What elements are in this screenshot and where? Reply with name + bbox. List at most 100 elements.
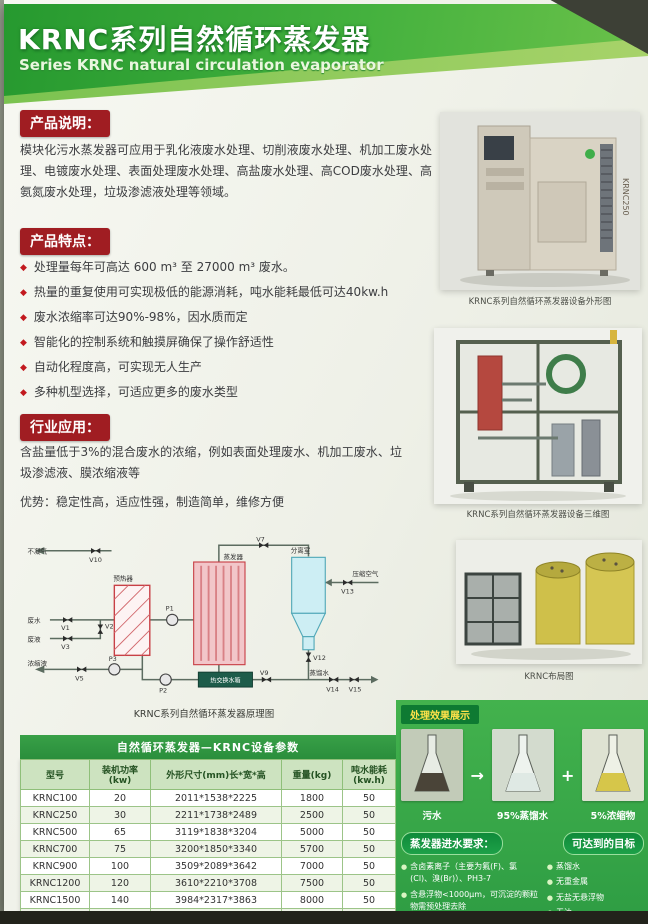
valve-label: V9 (260, 669, 269, 677)
spec-table: 自然循环蒸发器—KRNC设备参数 型号 装机功率(kw) 外形尺寸(mm)长*宽… (20, 735, 396, 924)
tank-label: 热交换水箱 (210, 676, 240, 684)
list-item: ●蒸馏水 (547, 861, 644, 873)
feature-text: 多种机型选择，可适应更多的废水类型 (33, 385, 238, 399)
dot-bullet-icon: ● (546, 878, 553, 887)
evaporator-label: 蒸发器 (224, 552, 244, 561)
inlet-item-text: 含悬浮物<1000μm，可沉淀的颗粒物需预处理去除 (410, 889, 539, 912)
industry-body: 含盐量低于3%的混合废水的浓缩，例如表面处理废水、机加工废水、垃圾渗滤液、膜浓缩… (20, 445, 402, 480)
cell-dims: 3119*1838*3204 (150, 823, 282, 841)
col-header-weight: 重量(kg) (281, 759, 343, 790)
feature-item: ◆ 多种机型选择，可适应更多的废水类型 (20, 383, 436, 401)
cell-weight: 8000 (281, 891, 343, 909)
photo-caption-layout: KRNC布局图 (524, 672, 574, 682)
feature-text: 热量的重复使用可实现极低的能源消耗，吨水能耗最低可达40kw.h (33, 285, 389, 299)
table-header-row: 型号 装机功率(kw) 外形尺寸(mm)长*宽*高 重量(kg) 吨水能耗(kw… (20, 759, 396, 790)
cell-model: KRNC100 (20, 789, 90, 807)
feature-item: ◆处理量每年可高达 600 m³ 至 27000 m³ 废水。 (20, 258, 436, 276)
targets-header: 可达到的目标 (563, 832, 644, 855)
pump-icon (166, 613, 179, 627)
valve-label: V10 (89, 556, 102, 564)
product-photo-exterior: KRNC250 (440, 112, 640, 290)
cell-power: 75 (89, 840, 151, 858)
features-list: ◆处理量每年可高达 600 m³ 至 27000 m³ 废水。 ◆ 热量的重复使用… (20, 258, 436, 408)
results-panel: 处理效果展示 污水 → 95%蒸 (396, 700, 648, 924)
cell-dims: 3984*2317*3863 (150, 891, 282, 909)
valve-icon (77, 666, 87, 673)
layout-illustration (456, 540, 642, 664)
target-item-text: 蒸馏水 (556, 862, 580, 871)
diamond-bullet-icon: ◆ (20, 363, 27, 373)
product-photo-layout (456, 540, 642, 664)
col-header-power: 装机功率(kw) (89, 759, 151, 790)
page-subtitle: Series KRNC natural circulation evaporat… (19, 56, 384, 74)
dot-bullet-icon: ● (546, 893, 553, 902)
cell-power: 20 (89, 789, 151, 807)
cell-power: 65 (89, 823, 151, 841)
page-title: KRNC系列自然循环蒸发器 (18, 23, 371, 56)
diamond-bullet-icon: ◆ (20, 388, 27, 398)
pump-label: P1 (166, 605, 174, 613)
pump-icon (159, 673, 172, 686)
feature-item: ◆废水浓缩率可达90%-98%，因水质而定 (20, 308, 436, 326)
diamond-bullet-icon: ◆ (20, 338, 27, 348)
brochure-page: KRNC系列自然循环蒸发器 Series KRNC natural circul… (4, 0, 648, 924)
flask-cell-sewage: 污水 (401, 729, 463, 822)
separator-vessel (290, 556, 327, 651)
compressed-air-label: 压缩空气 (352, 569, 379, 578)
cell-energy: 50 (342, 857, 396, 875)
pump-icons (108, 613, 179, 686)
red-vessel (477, 355, 503, 431)
feature-text: 智能化的控制系统和触摸屏确保了操作舒适性 (33, 335, 274, 349)
cell-weight: 1800 (281, 789, 343, 807)
target-item-text: 无盐无悬浮物 (556, 892, 604, 902)
list-item: ●含卤素离子（主要为氟(F)、氯(Cl)、溴(Br)）、PH3-7 (401, 861, 539, 886)
results-panel-title: 处理效果展示 (401, 705, 479, 724)
separator-label: 分离室 (291, 546, 311, 555)
list-item: ●无重金属 (547, 876, 644, 888)
heat-exchange-tank: 热交换水箱 (197, 671, 253, 688)
valve-label: V7 (256, 535, 265, 543)
feature-text: 自动化程度高，可实现无人生产 (33, 360, 202, 374)
evaporator-block (193, 561, 246, 666)
feature-item: ◆ 智能化的控制系统和触摸屏确保了操作舒适性 (20, 333, 436, 351)
concentrate-label: 浓缩液 (28, 659, 48, 668)
plus-icon: + (561, 766, 575, 785)
pump-icon (108, 663, 121, 676)
flask-cell-distilled: 95%蒸馏水 (491, 729, 554, 822)
flask-label: 污水 (422, 811, 442, 822)
cell-weight: 5000 (281, 823, 343, 841)
valve-label: V12 (313, 654, 326, 662)
valve-label: V3 (61, 643, 70, 651)
green-pipe-coil (546, 354, 586, 394)
cell-weight: 7000 (281, 857, 343, 875)
model-side-label: KRNC250 (621, 178, 630, 216)
product-photo-3d (434, 328, 642, 504)
cell-dims: 2211*1738*2489 (150, 806, 282, 824)
cell-dims: 3200*1850*3340 (150, 840, 282, 858)
feature-item: ◆ 热量的重复使用可实现极低的能源消耗，吨水能耗最低可达40kw.h (20, 283, 436, 301)
list-item: ●无盐无悬浮物 (547, 892, 644, 904)
dot-bullet-icon: ● (401, 890, 408, 899)
diamond-bullet-icon: ◆ (20, 288, 27, 298)
brand-logo-icon (585, 149, 595, 159)
cell-power: 30 (89, 806, 151, 824)
preheater-label: 预热器 (113, 574, 133, 583)
valve-icon (97, 624, 104, 634)
section-badge-product-desc: 产品说明： (20, 110, 110, 137)
concentrate-flask-icon (582, 729, 644, 801)
cell-dims: 3610*2210*3708 (150, 874, 282, 892)
diamond-bullet-icon: ◆ (20, 313, 27, 323)
cell-energy: 50 (342, 874, 396, 892)
cell-power: 100 (89, 857, 151, 875)
storage-tank (585, 561, 635, 645)
process-flow-diagram: 热交换水箱 不凝气 V10 (28, 535, 379, 694)
valve-icon (305, 652, 312, 662)
evaporator-frame-illustration (434, 328, 642, 504)
inlet-item-text: 含卤素离子（主要为氟(F)、氯(Cl)、溴(Br)）、PH3-7 (410, 862, 517, 884)
valve-label: V15 (349, 686, 362, 694)
valve-label: V13 (341, 588, 354, 596)
waste-liquid-label: 废液 (28, 634, 42, 643)
